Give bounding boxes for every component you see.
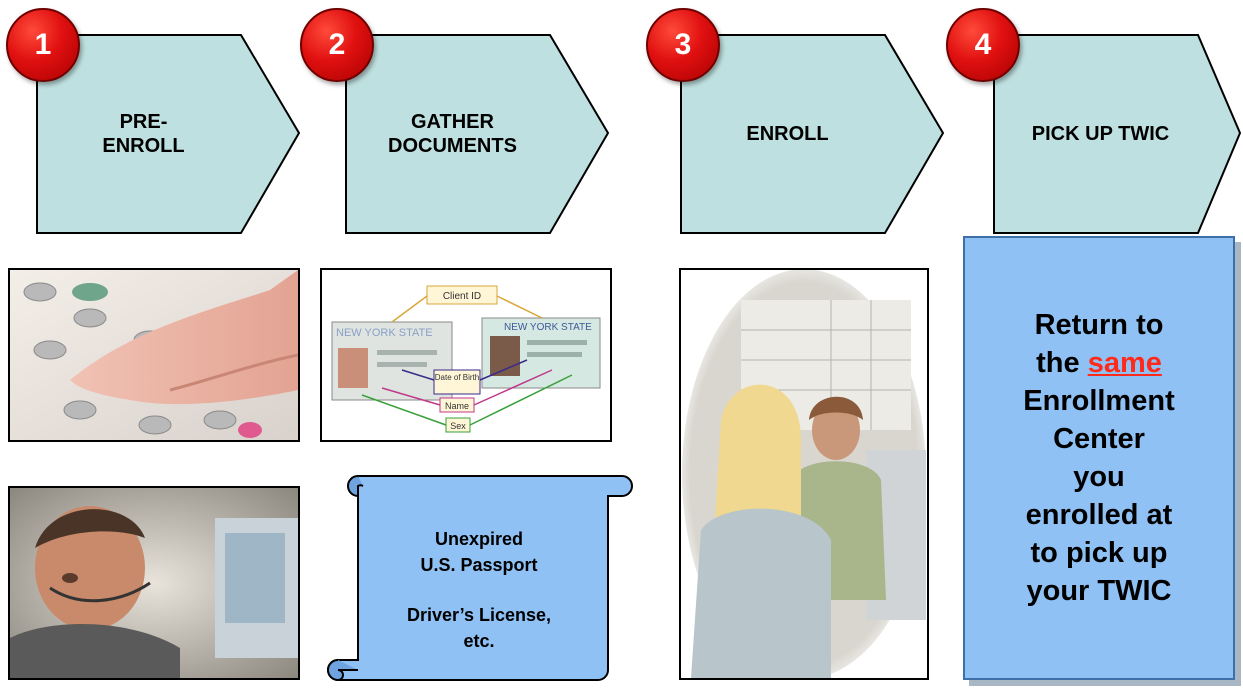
chevron-shape: [345, 34, 610, 234]
phone-keypad-image: [8, 268, 300, 442]
pickup-line-3: Enrollment: [1023, 385, 1175, 417]
step-4-chevron: PICK UP TWIC: [993, 34, 1242, 234]
id-name-label: Name: [445, 401, 469, 411]
doc-line-unexpired: Unexpired: [434, 529, 524, 549]
pickup-line-6: enrolled at: [1025, 499, 1173, 531]
pickup-line-4: Center: [1053, 423, 1145, 455]
id-client-label: Client ID: [443, 291, 481, 302]
step-4-badge: 4: [946, 8, 1020, 82]
doc-line-etc: etc.: [463, 631, 495, 651]
step-3-chevron: ENROLL: [680, 34, 948, 234]
documents-list: Unexpired U.S. Passport Driver’s License…: [345, 500, 613, 680]
pickup-line-5: you: [1073, 461, 1125, 493]
documents-scroll-card: [327, 475, 633, 682]
doc-line-passport: U.S. Passport: [420, 555, 538, 575]
pickup-line-2: the same: [1036, 347, 1162, 379]
pickup-line-8: your TWIC: [1026, 575, 1172, 607]
step-3-badge: 3: [646, 8, 720, 82]
step-2-label: GATHER DOCUMENTS: [388, 111, 517, 157]
pickup-line-7: to pick up: [1030, 537, 1168, 569]
chevron-shape: [36, 34, 301, 234]
step-1-badge: 1: [6, 8, 80, 82]
step-1-chevron: PRE- ENROLL: [36, 34, 304, 234]
pickup-instructions-box: Return to the same Enrollment Center you…: [963, 236, 1235, 680]
id-sex-label: Sex: [450, 421, 466, 431]
step-1-label: PRE- ENROLL: [102, 111, 185, 157]
step-4-label: PICK UP TWIC: [1031, 123, 1170, 145]
id-state-right: NEW YORK STATE: [504, 322, 592, 333]
chevron-shape: [680, 34, 945, 234]
doc-line-license: Driver’s License,: [406, 605, 552, 625]
step-2-badge: 2: [300, 8, 374, 82]
id-documents-image: NEW YORK STATE NEW YORK STATE Client ID …: [320, 268, 612, 442]
pickup-highlight-same: same: [1087, 347, 1162, 379]
id-state-left: NEW YORK STATE: [336, 327, 433, 339]
step-3-label: ENROLL: [746, 123, 829, 145]
man-with-headset-image: [8, 486, 300, 680]
chevron-shape: [993, 34, 1242, 234]
enrollment-meeting-image: [679, 268, 929, 680]
step-2-chevron: GATHER DOCUMENTS: [345, 34, 613, 234]
pickup-instructions-text: Return to the same Enrollment Center you…: [1023, 306, 1174, 610]
id-dob-label: Date of Birth: [435, 373, 479, 382]
pickup-line-1: Return to: [1034, 309, 1164, 341]
